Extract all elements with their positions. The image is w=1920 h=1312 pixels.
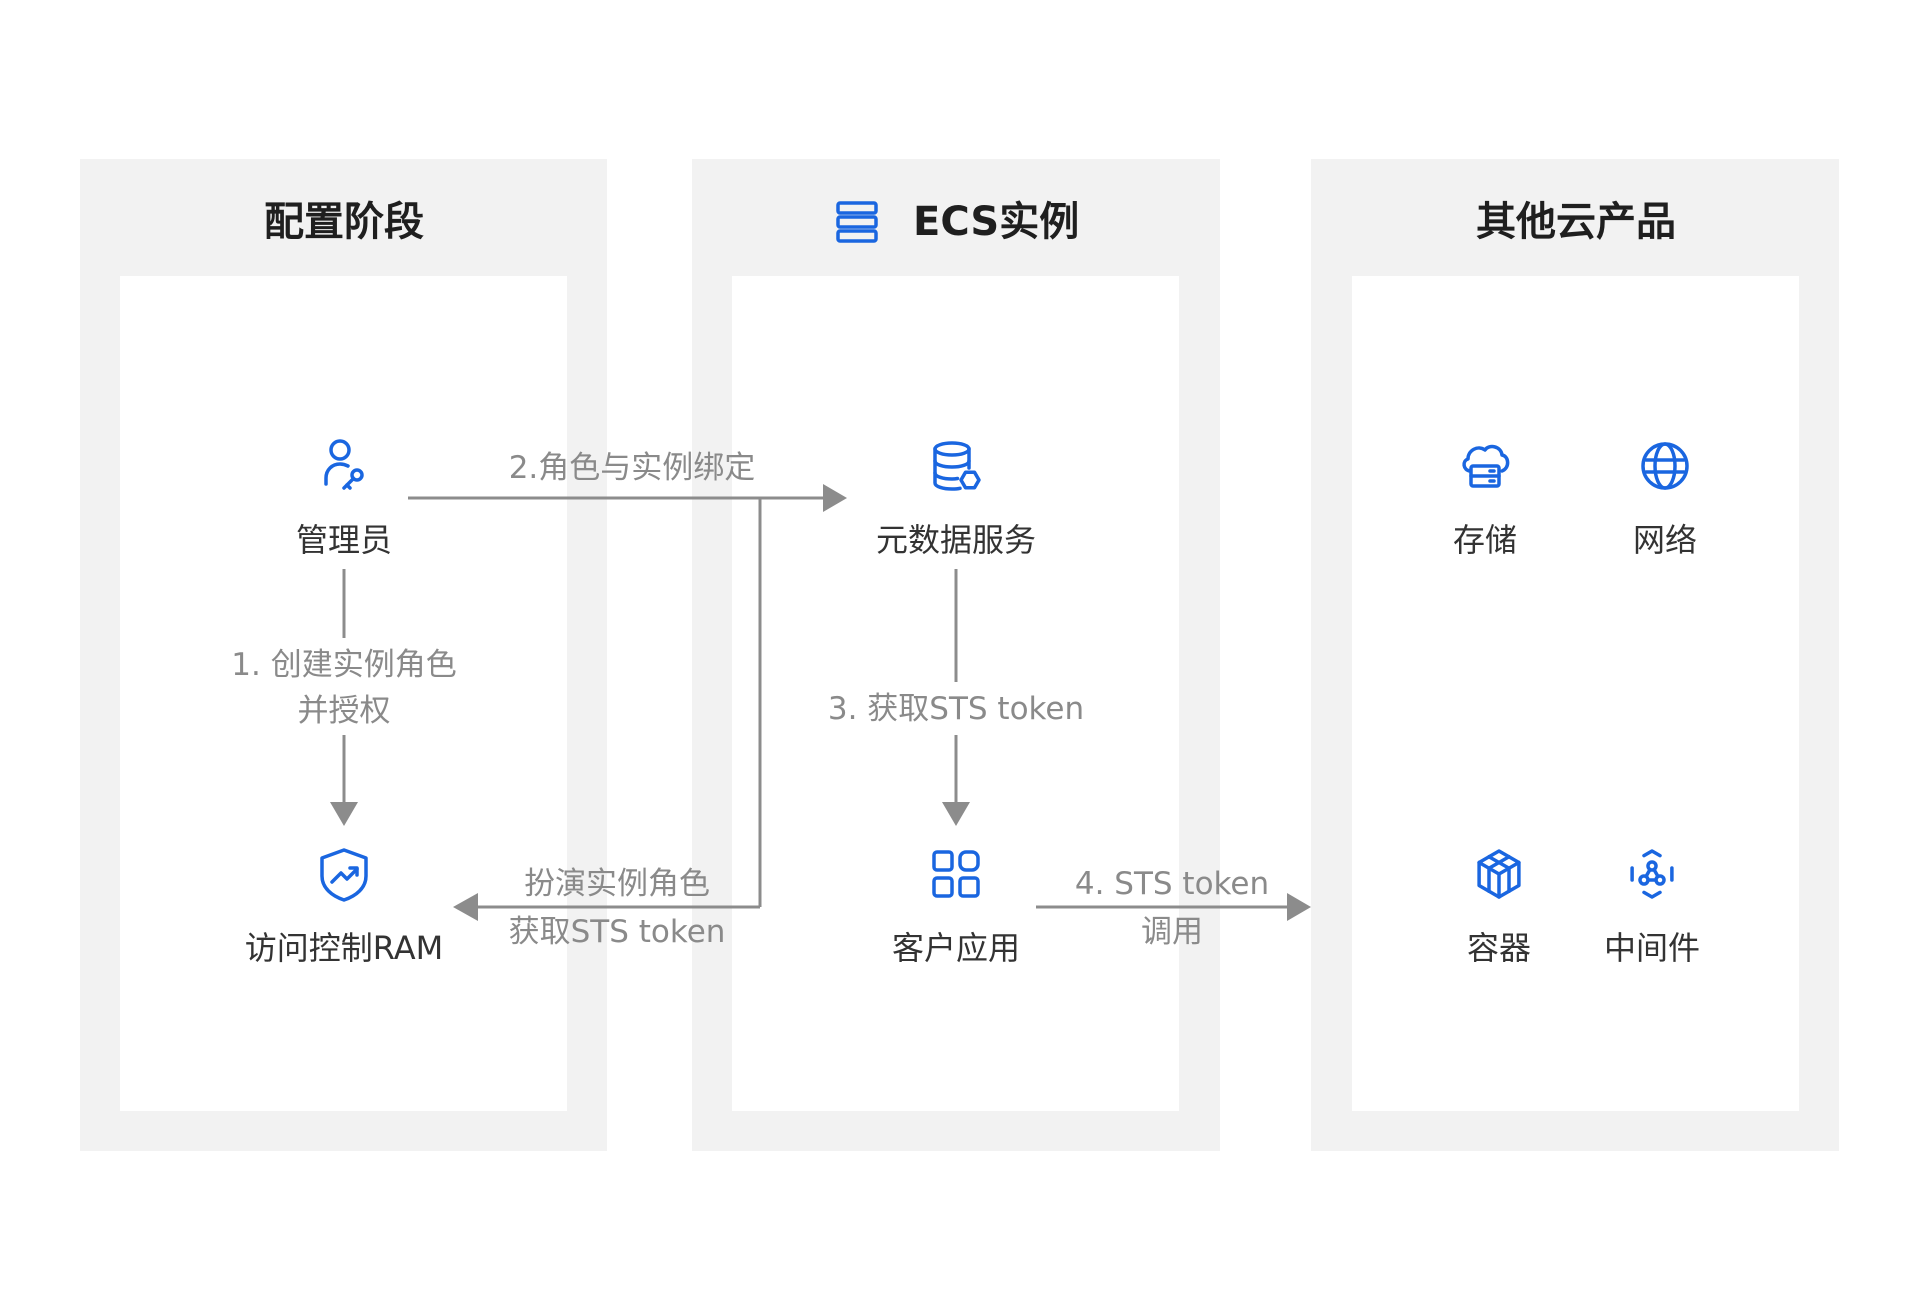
other-products-title: 其他云产品 [1476,199,1676,245]
assume-role-arrowhead [453,893,478,921]
other-products-panel: 其他云产品 存储 网络 容器 [1311,159,1839,1151]
config-stage-title: 配置阶段 [264,199,424,245]
step1-arrowhead [330,802,358,826]
container-icon [1477,849,1521,899]
ecs-instance-card [732,276,1179,1111]
ram-label: 访问控制RAM [245,929,443,967]
flow-step2: 2.角色与实例绑定 [408,450,847,512]
cloud-storage-icon [1462,444,1510,488]
config-stage-card [120,276,567,1111]
globe-icon [1641,442,1689,490]
step4-arrowhead [1287,893,1311,921]
step3-label: 3. 获取STS token [828,691,1084,727]
container-label: 容器 [1467,929,1531,967]
step4-label-line2: 调用 [1141,914,1203,950]
shield-trend-icon [320,848,368,902]
step2-arrowhead [823,484,847,512]
step2-label: 2.角色与实例绑定 [509,450,756,486]
config-stage-panel: 配置阶段 管理员 访问控制RAM [80,159,607,1151]
storage-label: 存储 [1453,521,1517,559]
step1-label-line1: 1. 创建实例角色 [231,647,456,683]
middleware-label: 中间件 [1604,929,1700,967]
other-products-card [1352,276,1799,1111]
step4-label-line1: 4. STS token [1075,866,1269,902]
assume-role-label-line2: 获取STS token [509,914,726,950]
flow-step4: 4. STS token 调用 [1036,866,1311,950]
flow-assume-role: 扮演实例角色 获取STS token [453,498,762,950]
ecs-instance-title: ECS实例 [913,199,1079,245]
client-app-label: 客户应用 [892,929,1020,967]
assume-role-label-line1: 扮演实例角色 [524,866,710,902]
step3-arrowhead [942,802,970,826]
middleware-icon [1630,849,1674,899]
step1-label-line2: 并授权 [298,693,391,729]
metadata-service-label: 元数据服务 [876,521,1036,559]
server-icon [836,201,878,243]
network-label: 网络 [1633,521,1697,559]
flow-step3: 3. 获取STS token [828,569,1084,826]
database-icon [933,441,981,491]
apps-icon [932,850,980,898]
flow-step1: 1. 创建实例角色 并授权 [231,569,457,826]
user-key-icon [324,439,364,490]
admin-label: 管理员 [296,521,392,559]
